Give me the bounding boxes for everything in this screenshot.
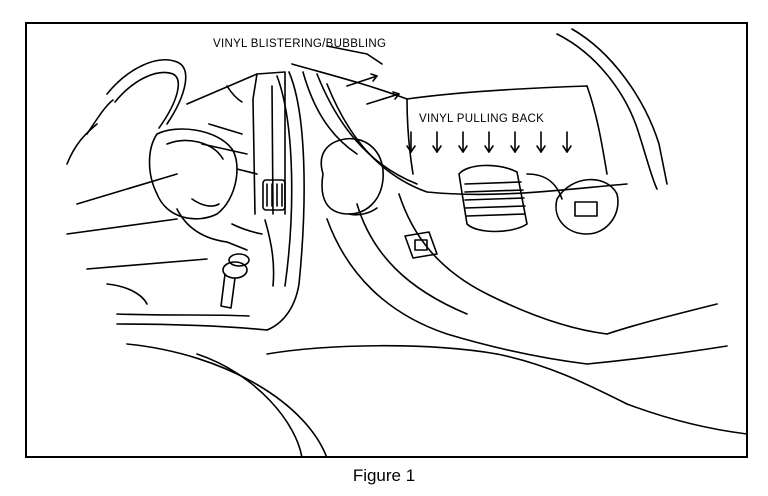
steering-wheel-icon [67, 60, 262, 269]
dashboard-knob [321, 139, 383, 215]
side-vent-icon [459, 165, 562, 231]
figure-caption: Figure 1 [352, 466, 416, 485]
figure-frame: VINYL BLISTERING/BUBBLING VINYL PULLING … [25, 22, 748, 458]
center-vent-icon [263, 180, 285, 210]
pulling-back-arrows [407, 132, 571, 152]
glovebox-latch-icon [405, 232, 437, 258]
label-vinyl-pulling-back: VINYL PULLING BACK [419, 113, 545, 125]
glovebox [327, 194, 727, 364]
dashboard-top [303, 72, 627, 194]
dashboard-illustration [27, 24, 748, 458]
center-console [107, 72, 304, 330]
blistering-arrows [327, 46, 399, 104]
windshield-frame [292, 29, 667, 189]
label-vinyl-blistering: VINYL BLISTERING/BUBBLING [213, 38, 387, 50]
instrument-cluster [187, 72, 285, 214]
floor-area [127, 344, 747, 458]
shift-lever-icon [221, 254, 249, 308]
door-control [556, 180, 618, 234]
